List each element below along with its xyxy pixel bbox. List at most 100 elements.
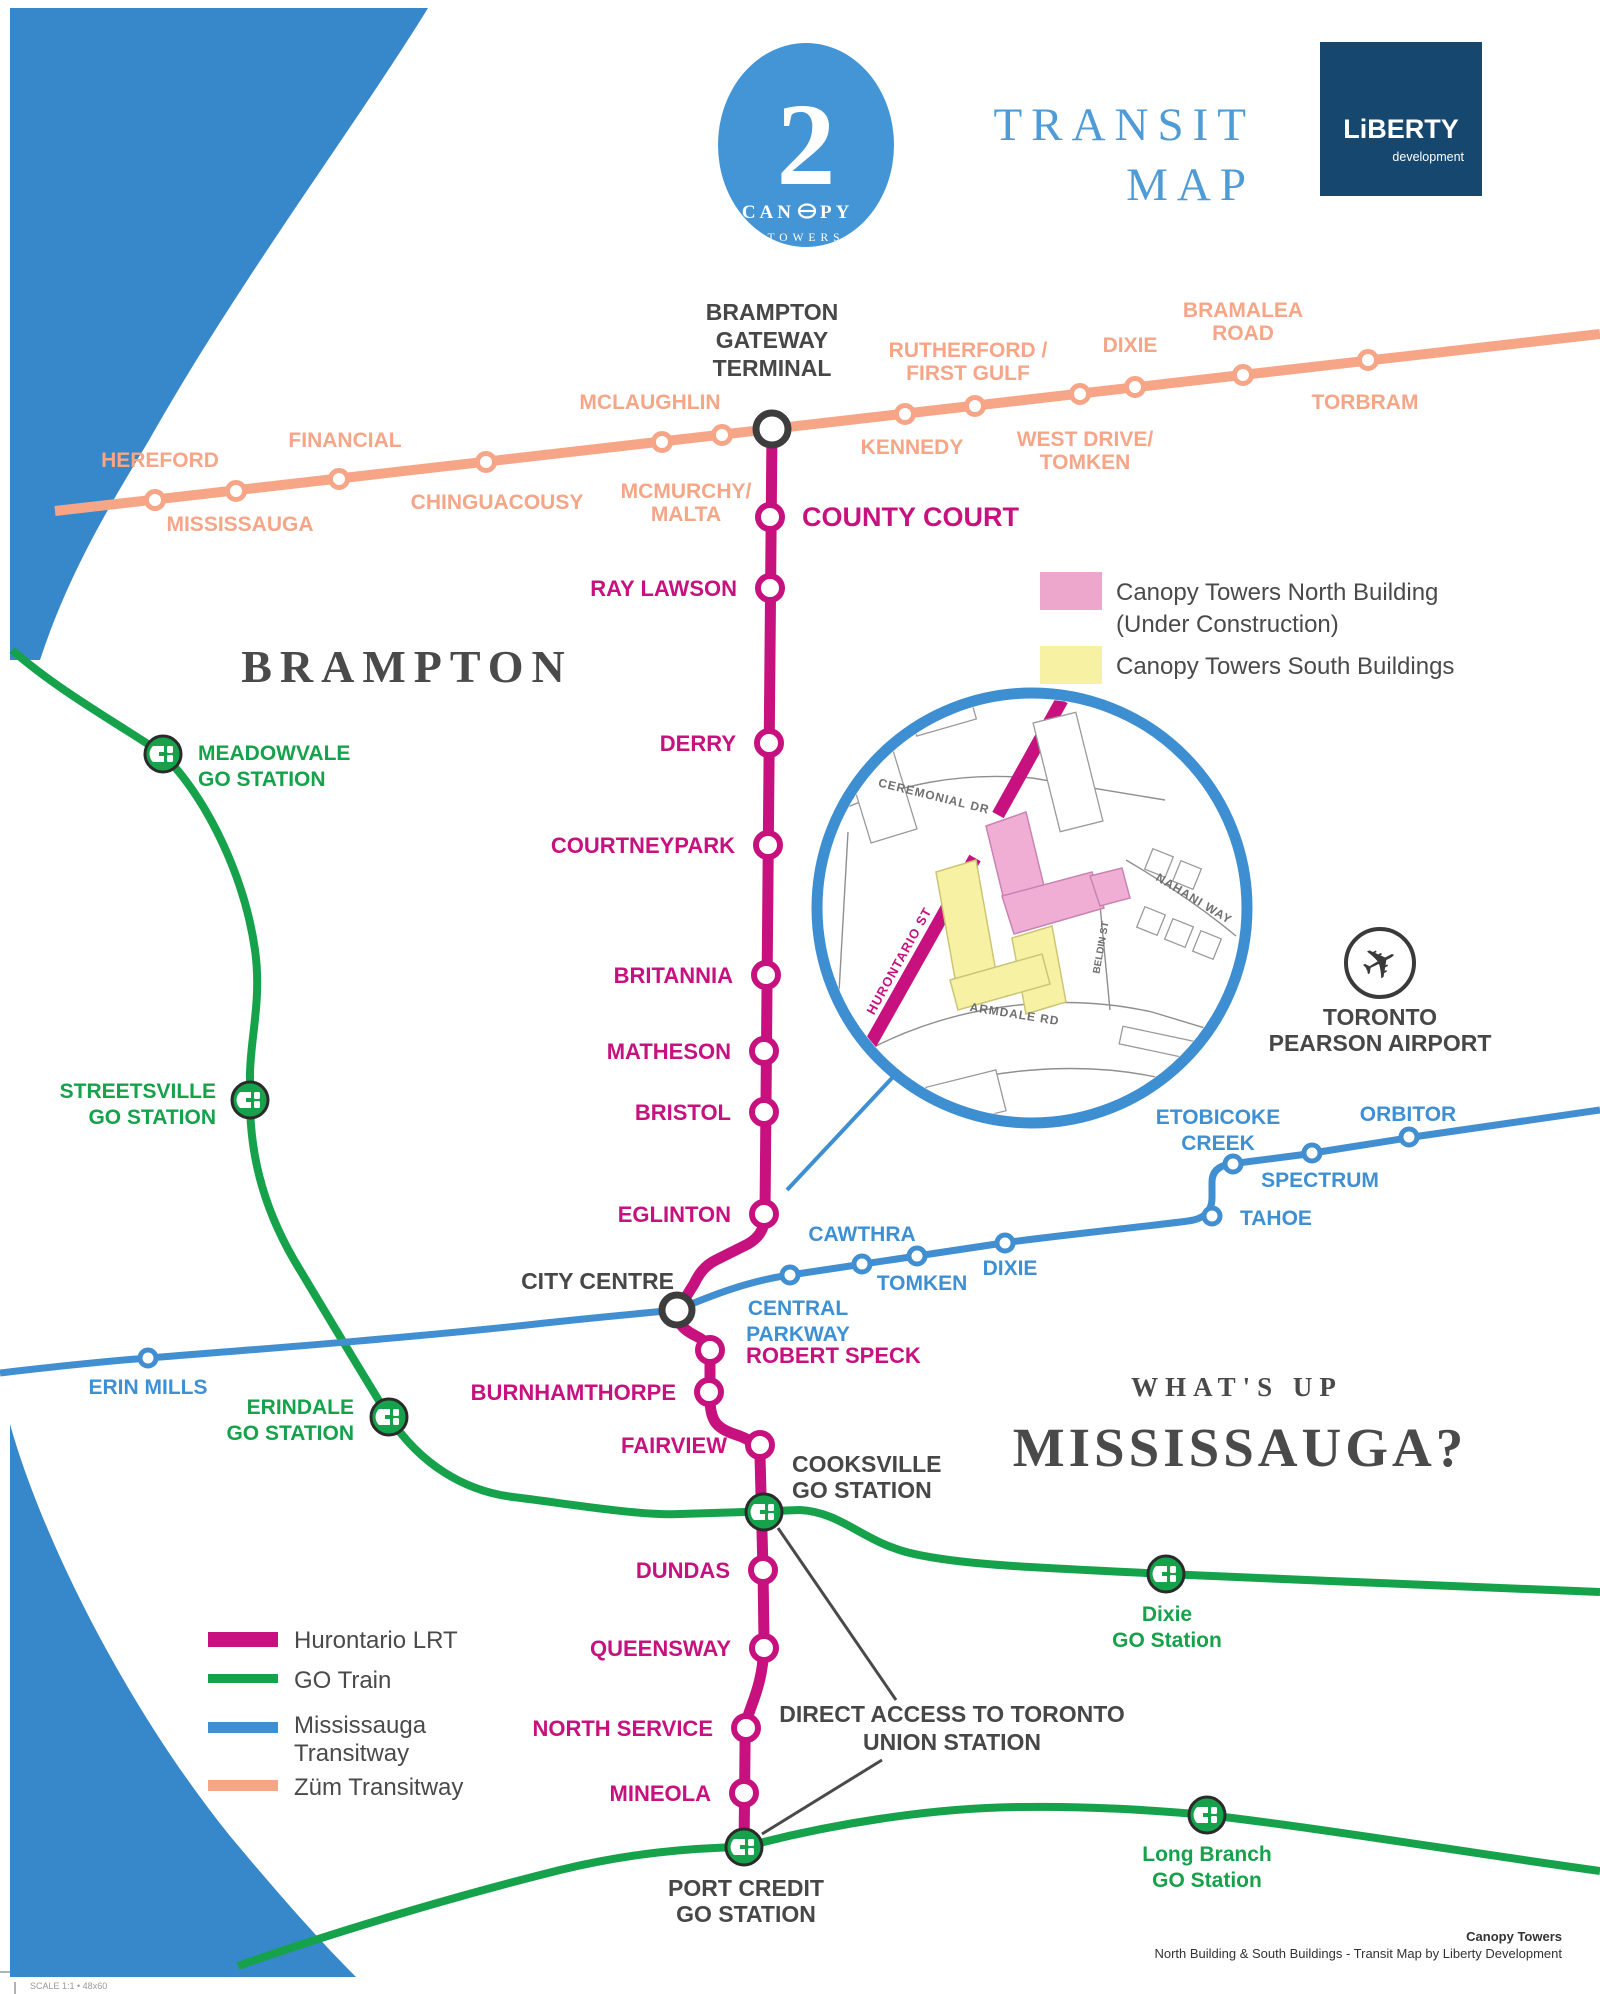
zum-label-kennedy: KENNEDY: [861, 436, 964, 459]
zum-dot-mississauga: [225, 480, 247, 502]
legend-bar-transitway: [208, 1722, 278, 1733]
go-station-streetsville: [230, 1080, 270, 1120]
lrt-label-city-centre: CITY CENTRE: [521, 1268, 674, 1294]
go-label-cooksville-2: GO STATION: [792, 1477, 932, 1503]
mt-label-cawthra: CAWTHRA: [808, 1223, 915, 1246]
lrt-label-derry: DERRY: [660, 731, 737, 756]
lrt-dot-eglinton: [749, 1199, 779, 1229]
go-label-streetsville-2: GO STATION: [88, 1106, 216, 1129]
lrt-dot-mineola: [729, 1778, 759, 1808]
lrt-label-north-service: NORTH SERVICE: [532, 1716, 713, 1741]
legend-label-go: GO Train: [294, 1667, 391, 1694]
legend-bar-lrt: [208, 1632, 278, 1647]
mt-label-etobicoke-2: CREEK: [1181, 1132, 1255, 1155]
go-station-meadowvale: [143, 734, 183, 774]
zum-dot-hereford: [144, 489, 166, 511]
area-label-mississauga: MISSISSAUGA?: [1013, 1417, 1468, 1478]
inset-north-building: [985, 811, 1131, 935]
mt-dot-spectrum: [1301, 1142, 1323, 1164]
legend-swatch-south: [1040, 646, 1102, 684]
lrt-label-county-court: COUNTY COURT: [802, 502, 1020, 532]
go-label-streetsville-1: STREETSVILLE: [60, 1080, 216, 1103]
mt-dot-tahoe: [1201, 1205, 1223, 1227]
liberty-logo-name: LiBERTY: [1343, 114, 1459, 144]
go-label-erindale-2: GO STATION: [226, 1422, 354, 1445]
legend-label-mt-2: Transitway: [294, 1740, 409, 1767]
mt-dot-dixie: [994, 1232, 1016, 1254]
lrt-dot-county-court: [755, 502, 785, 532]
map-title-line2: MAP: [1126, 159, 1255, 211]
lrt-label-britannia: BRITANNIA: [614, 963, 733, 988]
go-station-dixie: [1146, 1554, 1186, 1594]
canopy-o-icon: [797, 203, 817, 219]
go-train-lines: [9, 646, 1600, 1970]
liberty-logo-sub: development: [1392, 150, 1464, 164]
inset-map: CEREMONIAL DR HURONTARIO ST NAHANI WAY B…: [811, 687, 1253, 1129]
go-milton-line-path: [9, 646, 1600, 1596]
lrt-dot-fairview: [745, 1430, 775, 1460]
zum-label-west-drive-2: TOMKEN: [1040, 451, 1131, 474]
mt-label-erin-mills: ERIN MILLS: [89, 1376, 208, 1399]
bottom-left-wedge: [10, 1424, 356, 1977]
zum-dot-bramalea: [1232, 364, 1254, 386]
mt-dot-cawthra: [851, 1253, 873, 1275]
lrt-label-dundas: DUNDAS: [636, 1558, 730, 1583]
mt-label-tomken: TOMKEN: [877, 1272, 968, 1295]
zum-label-chinguacousy: CHINGUACOUSY: [411, 491, 584, 514]
union-station-callout: DIRECT ACCESS TO TORONTO UNION STATION: [761, 1527, 1125, 1836]
terminal-label-2: GATEWAY: [716, 327, 828, 353]
zum-label-hereford: HEREFORD: [101, 449, 219, 472]
go-label-dixie-1: Dixie: [1142, 1603, 1192, 1626]
go-label-port-credit-1: PORT CREDIT: [668, 1875, 824, 1901]
terminal-label: BRAMPTON GATEWAY TERMINAL: [706, 299, 838, 381]
zum-dot-west-drive: [1069, 383, 1091, 405]
go-label-meadowvale-1: MEADOWVALE: [198, 742, 350, 765]
go-station-cooksville: [744, 1492, 784, 1532]
zum-dot-torbram: [1357, 349, 1379, 371]
airport-marker: ✈ TORONTO PEARSON AIRPORT: [1269, 927, 1491, 1056]
top-left-wedge: [10, 8, 428, 660]
inset-street-armdale: [875, 1001, 1219, 1047]
hurontario-lrt-line: COUNTY COURT RAY LAWSON DERRY COURTNEYPA…: [471, 428, 1020, 1853]
mt-dot-erin-mills: [137, 1347, 159, 1369]
canopy-logo-circle: [718, 43, 894, 247]
brampton-gateway-terminal-node: [752, 409, 792, 449]
zum-label-rutherford-1: RUTHERFORD /: [889, 339, 1048, 362]
legend-south-label: Canopy Towers South Buildings: [1116, 653, 1454, 680]
lrt-label-courtneypark: COURTNEYPARK: [551, 833, 735, 858]
lrt-dot-robert-speck: [695, 1335, 725, 1365]
inset-street-nahani: [1125, 859, 1237, 937]
lrt-label-ray-lawson: RAY LAWSON: [590, 576, 737, 601]
mt-label-spectrum: SPECTRUM: [1261, 1169, 1379, 1192]
zum-dot-dixie: [1124, 376, 1146, 398]
mt-label-central-2: PARKWAY: [746, 1323, 850, 1346]
footer: Canopy Towers North Building & South Bui…: [30, 1929, 1562, 1991]
legend-label-lrt: Hurontario LRT: [294, 1627, 458, 1654]
lrt-dot-derry: [754, 728, 784, 758]
zum-label-mclaughlin: MCLAUGHLIN: [579, 391, 720, 414]
lrt-label-robert-speck: ROBERT SPECK: [746, 1343, 921, 1368]
lrt-label-queensway: QUEENSWAY: [590, 1636, 731, 1661]
liberty-logo-box: [1320, 42, 1482, 196]
legend-label-zum: Züm Transitway: [294, 1774, 463, 1801]
zum-dot-rutherford: [964, 395, 986, 417]
go-label-long-branch-1: Long Branch: [1142, 1843, 1272, 1866]
zum-dot-mclaughlin: [651, 431, 673, 453]
footer-title: Canopy Towers: [1466, 1929, 1562, 1944]
header: 2 CAN PY TOWERS TRANSIT MAP LiBERTY deve…: [718, 42, 1482, 247]
lrt-dot-britannia: [751, 960, 781, 990]
mt-dot-orbitor: [1398, 1126, 1420, 1148]
callout-text-1: DIRECT ACCESS TO TORONTO: [779, 1701, 1124, 1727]
terminal-label-3: TERMINAL: [713, 355, 832, 381]
buildings-legend: Canopy Towers North Building (Under Cons…: [1040, 572, 1454, 684]
mt-dot-central-parkway: [779, 1264, 801, 1286]
zum-dot-kennedy: [894, 403, 916, 425]
airport-label-1: TORONTO: [1323, 1004, 1437, 1030]
lrt-dot-dundas: [748, 1555, 778, 1585]
go-station-erindale: [369, 1397, 409, 1437]
go-label-long-branch-2: GO Station: [1152, 1869, 1262, 1892]
mt-dot-etobicoke-creek: [1222, 1153, 1244, 1175]
area-label-brampton: BRAMPTON: [241, 641, 573, 692]
zum-label-mississauga: MISSISSAUGA: [166, 513, 313, 536]
area-label-whats-up: WHAT'S UP: [1131, 1372, 1343, 1402]
